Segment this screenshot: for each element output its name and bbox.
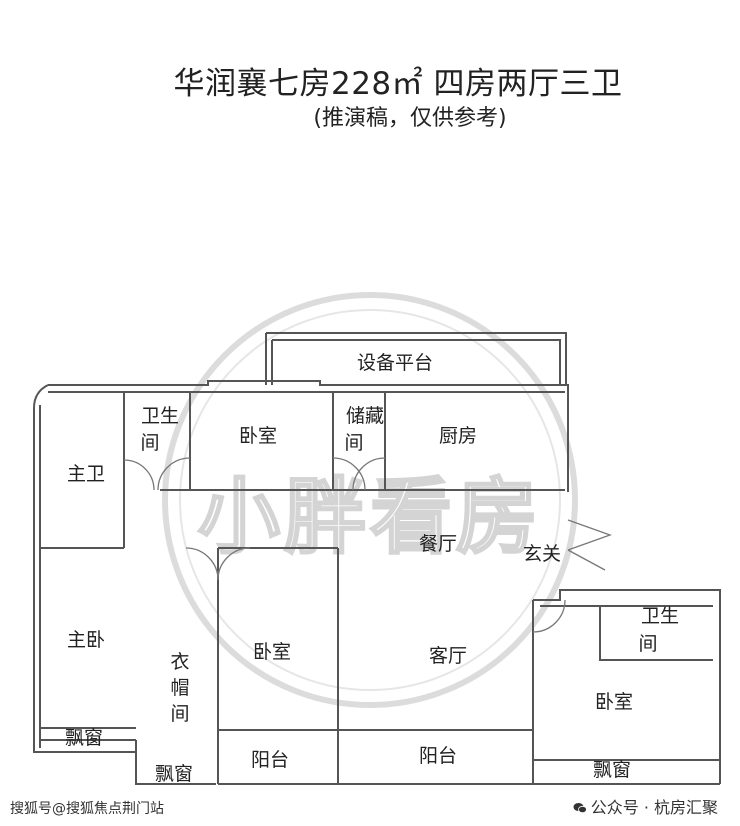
label-bathroom-1-line2: 间 [140,432,159,454]
label-living: 客厅 [429,645,467,667]
watermark-text: 小胖看房 [198,470,542,565]
label-bay-window-1: 飘窗 [65,727,103,749]
footer-source: 搜狐号@搜狐焦点荆门站 [10,801,164,817]
label-wardrobe-line2: 帽 [170,677,189,699]
watermark: 小胖看房 [162,292,578,708]
label-bay-window-3: 飘窗 [593,759,631,781]
label-balcony-2: 阳台 [419,745,457,767]
plan-subtitle: (推演稿，仅供参考) [313,106,507,131]
wechat-icon [573,803,587,814]
label-bay-window-2: 飘窗 [155,763,193,785]
footer-account-text: 公众号 · 杭房汇聚 [590,798,718,817]
label-equipment-platform: 设备平台 [357,352,433,374]
label-entrance: 玄关 [523,543,561,565]
label-master-bath: 主卫 [67,463,105,485]
label-storage-line1: 储藏 [346,405,384,427]
label-wardrobe-line3: 间 [170,703,189,725]
label-bedroom-right: 卧室 [595,691,633,713]
footer-account: 公众号 · 杭房汇聚 [573,794,718,818]
label-kitchen: 厨房 [439,425,477,447]
room-labels: 设备平台 卫生 间 卧室 储藏 间 厨房 主卫 餐厅 玄关 主卧 衣 帽 间 卧… [65,352,679,785]
label-master-bedroom: 主卧 [67,629,105,651]
label-bathroom-3-line1: 卫生 [641,605,679,627]
label-wardrobe-line1: 衣 [170,651,189,673]
plan-title: 华润襄七房228㎡ 四房两厅三卫 [173,66,623,102]
label-storage-line2: 间 [344,432,363,454]
door-swings [123,457,612,633]
label-bedroom-mid: 卧室 [253,641,291,663]
label-bedroom-top: 卧室 [239,425,277,447]
label-balcony-1: 阳台 [251,749,289,771]
walls [33,332,721,785]
label-bathroom-1-line1: 卫生 [141,405,179,427]
label-dining: 餐厅 [419,533,457,555]
label-bathroom-3-line2: 间 [638,633,657,655]
